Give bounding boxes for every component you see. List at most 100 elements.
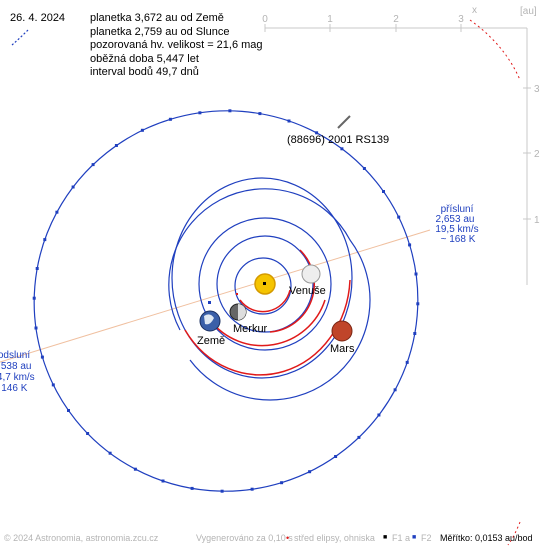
orbit-point xyxy=(140,128,144,132)
direction-arrow-icon xyxy=(11,29,29,46)
earth-orbit-red xyxy=(209,299,326,347)
f1-marker-icon: ■ xyxy=(383,534,388,541)
x-tick-2: 2 xyxy=(393,14,399,25)
mars-orbit-red xyxy=(184,279,351,376)
orbit-point xyxy=(393,388,397,392)
x-tick-0: 0 xyxy=(262,14,268,25)
x-tick-1: 1 xyxy=(327,14,333,25)
orbit-point xyxy=(43,238,47,242)
sun-focus-marker xyxy=(263,282,266,285)
asteroid-marker-line xyxy=(337,115,351,129)
aphelion-speed: 14,7 km/s xyxy=(0,372,35,383)
orbit-point xyxy=(71,185,75,189)
date-label: 26. 4. 2024 xyxy=(10,12,66,24)
aphelion-title: odsluní xyxy=(0,350,30,361)
orbit-point xyxy=(340,147,344,151)
mars-orbit-ring xyxy=(171,177,353,379)
f2-marker-icon: ■ xyxy=(412,534,417,541)
venus-icon xyxy=(301,264,321,284)
mars-orbit-far-arc xyxy=(469,19,521,81)
mars-icon xyxy=(331,320,353,342)
orbit-point xyxy=(362,167,366,170)
mercury-label: Merkur xyxy=(233,323,268,335)
earth-label: Země xyxy=(197,335,225,347)
f1-legend: F1 a xyxy=(392,533,411,543)
asteroid-orbit-points xyxy=(32,109,420,493)
info-line-magnitude: pozorovaná hv. velikost = 21,6 mag xyxy=(90,39,263,51)
mars-label: Mars xyxy=(330,343,355,355)
orbit-point xyxy=(35,267,39,270)
orbit-point xyxy=(258,112,262,116)
asteroid-orbit xyxy=(33,110,419,492)
asteroid-name: (88696) 2001 RS139 xyxy=(287,134,389,146)
orbit-point xyxy=(416,302,420,306)
aphelion-temp: ~ 146 K xyxy=(0,383,28,394)
perihelion-block: přísluní 2,653 au 19,5 km/s ~ 168 K xyxy=(435,204,478,245)
orbit-point xyxy=(315,131,319,135)
info-line-sun-distance: planetka 2,759 au od Slunce xyxy=(90,25,230,38)
orbit-point xyxy=(228,109,232,113)
orbit-point xyxy=(287,119,291,123)
venus-label: Venuše xyxy=(289,285,326,297)
y-tick-1: 1 xyxy=(534,215,540,226)
aphelion-distance: 3,538 au xyxy=(0,361,31,372)
mercury-orbit xyxy=(234,257,292,315)
ellipse-center-marker xyxy=(236,293,238,295)
orbit-point xyxy=(414,272,418,276)
orbit-point xyxy=(55,210,59,214)
orbit-point xyxy=(220,489,224,493)
unit-label: [au] xyxy=(520,6,537,17)
y-tick-3: 3 xyxy=(534,84,540,95)
orbit-point xyxy=(250,487,254,491)
center-marker-icon: • xyxy=(286,533,290,543)
y-tick-2: 2 xyxy=(534,149,540,160)
orbit-point xyxy=(32,296,36,300)
center-legend: střed elipsy, ohniska xyxy=(294,533,375,543)
orbit-point xyxy=(86,432,90,435)
orbit-point xyxy=(397,215,401,219)
info-line-earth-distance: planetka 3,672 au od Země xyxy=(90,12,224,24)
copyright-text: © 2024 Astronomia, astronomia.zcu.cz xyxy=(4,533,159,543)
orbit-point xyxy=(133,467,137,471)
venus-orbit-red xyxy=(269,249,315,333)
info-line-interval: interval bodů 49,7 dnů xyxy=(90,66,199,78)
orbit-point xyxy=(114,144,118,147)
orbit-point xyxy=(377,413,381,417)
scale-text: Měřítko: 0,0153 au/bod xyxy=(440,533,533,543)
orbit-point xyxy=(198,111,202,115)
venus-orbit xyxy=(216,235,314,333)
generated-text: Vygenerováno za 0,10 s xyxy=(196,533,293,543)
f2-legend: F2 xyxy=(421,533,432,543)
mercury-orbit-red xyxy=(239,289,291,313)
x-tick-3: 3 xyxy=(458,14,464,25)
second-focus-marker xyxy=(208,301,211,304)
info-panel: planetka 3,672 au od Země planetka 2,759… xyxy=(90,12,263,80)
orbit-point xyxy=(408,243,412,247)
perihelion-temp: ~ 168 K xyxy=(441,234,476,245)
orbit-point xyxy=(357,435,361,439)
perihelion-speed: 19,5 km/s xyxy=(435,224,478,235)
orbit-point xyxy=(280,481,284,485)
axis-frame xyxy=(264,24,531,285)
orbit-point xyxy=(413,332,417,335)
orbit-point xyxy=(91,163,95,167)
perihelion-title: přísluní xyxy=(441,204,474,215)
info-line-period: oběžná doba 5,447 let xyxy=(90,52,199,65)
mars-orbit xyxy=(168,188,371,401)
orbit-point xyxy=(405,360,409,364)
orbit-point xyxy=(40,355,44,359)
footer: © 2024 Astronomia, astronomia.zcu.cz Vyg… xyxy=(0,533,550,547)
orbit-point xyxy=(67,409,70,412)
orbit-point xyxy=(334,455,338,458)
perihelion-distance: 2,653 au xyxy=(436,214,475,225)
aphelion-block: odsluní 3,538 au 14,7 km/s ~ 146 K xyxy=(0,350,35,394)
orbit-point xyxy=(161,479,165,483)
orbit-point xyxy=(190,486,194,490)
mercury-shadow xyxy=(238,304,246,320)
x-axis-label: x xyxy=(472,5,477,16)
orbit-point xyxy=(34,326,38,330)
orbit-point xyxy=(108,451,112,455)
orbit-point xyxy=(51,383,55,387)
orbit-point xyxy=(382,190,385,193)
